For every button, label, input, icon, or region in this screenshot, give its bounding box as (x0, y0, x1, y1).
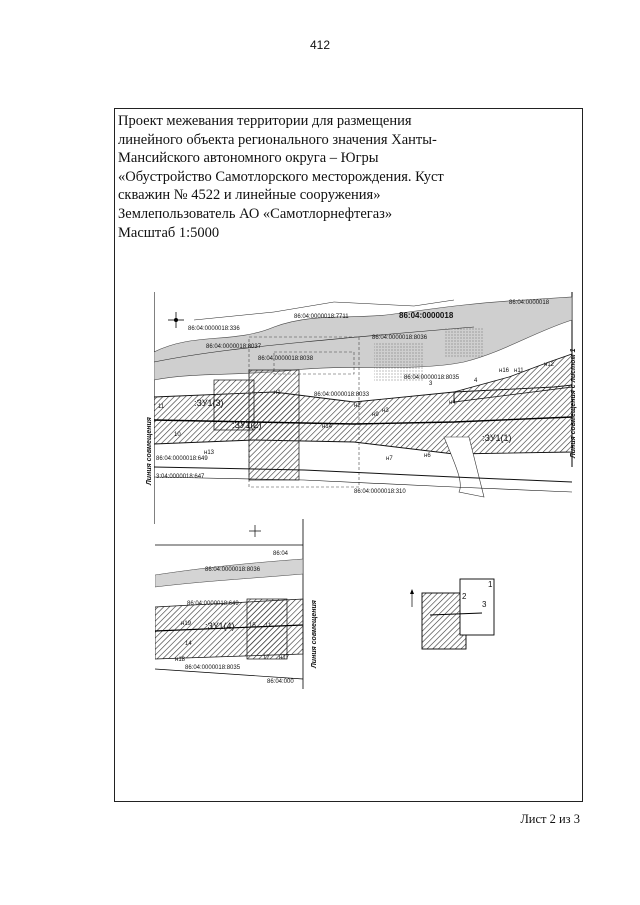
point-label: 10 (174, 432, 181, 438)
north-arrow-icon (410, 589, 414, 607)
parcel-label: 86:04:0000018:8038 (258, 356, 314, 362)
alignment-line-right: Линия совмещения с листом 1 (570, 348, 577, 459)
point-label: н12 (544, 362, 555, 368)
point-label: н17 (279, 655, 290, 661)
point-label: 4 (474, 378, 478, 384)
parcel-label: 86:04:0000018:8036 (205, 567, 261, 573)
alignment-label: Линия совмещения с листом 1 (570, 348, 577, 459)
point-label: н19 (181, 621, 192, 627)
point-label: н18 (175, 657, 186, 663)
point-label: н13 (204, 450, 215, 456)
inset-map: 86:04 86:04:0000018:8036 86:04:0000018:6… (155, 519, 304, 689)
parcel-label: 3:04:0000018:647 (156, 474, 205, 480)
point-label: 3 (429, 381, 433, 387)
zone-label: :ЗУ1(2) (232, 420, 262, 430)
point-label: н1 (274, 390, 281, 396)
point-label: н16 (499, 368, 510, 374)
point-label: 15 (249, 623, 256, 629)
parcel-label: 86:04:0000018:649 (187, 601, 239, 607)
map-sheet-frame (114, 108, 583, 802)
sheet-number: Лист 2 из 3 (520, 812, 580, 826)
parcel-label: 86:04:0000018:8037 (206, 344, 262, 350)
parcel-label: 86:04:000 (267, 679, 294, 685)
map-title: Проект межевания территории для размещен… (118, 113, 444, 241)
key-label: 3 (482, 600, 487, 609)
parcel-label: 86:04:0000018:336 (188, 326, 240, 332)
main-map: 86:04:0000018:336 86:04:0000018:7711 86:… (154, 292, 573, 524)
parcel-label: 86:04:0000018:8036 (372, 335, 428, 341)
parcel-label: 86:04:0000018:310 (354, 489, 406, 495)
parcel-label: 86:04:0000018 (509, 300, 550, 306)
point-label: н2 (354, 403, 361, 409)
alignment-line-left: Линия совмещения (146, 417, 153, 486)
parcel-label: 86:04:0000018:8035 (185, 665, 241, 671)
point-label: н7 (386, 456, 393, 462)
point-label: 11 (158, 404, 165, 410)
page-number: 412 (309, 38, 331, 52)
point-label: н4 (449, 400, 456, 406)
north-arrow-icon (168, 312, 184, 328)
key-label: 1 (488, 580, 493, 589)
zone-label: :ЗУ1(3) (194, 398, 224, 408)
parcel-label: 86:04:0000018:8033 (314, 392, 370, 398)
block-label: 86:04:0000018 (399, 311, 454, 320)
alignment-label: Линия совмещения (311, 600, 318, 669)
parcel-label: 86:04:0000018:8035 (404, 375, 460, 381)
point-label: н6 (424, 453, 431, 459)
parcel-label: 86:04 (273, 551, 289, 557)
zone-label: :ЗУ1(4) (205, 621, 235, 631)
zone-label: :ЗУ1(1) (482, 433, 512, 443)
point-label: 14 (185, 641, 192, 647)
point-label: н3 (382, 408, 389, 414)
point-label: 17 (263, 655, 270, 661)
parcel-label: 86:04:0000018:649 (156, 456, 208, 462)
alignment-label: Линия совмещения (146, 417, 153, 486)
point-label: н14 (322, 424, 333, 430)
point-label: н9 (372, 412, 379, 418)
key-label: 2 (462, 592, 467, 601)
key-diagram: 1 2 3 (410, 578, 495, 650)
inset-alignment-line: Линия совмещения (311, 600, 318, 669)
north-arrow-icon (249, 525, 261, 537)
point-label: 11 (265, 623, 272, 629)
parcel-label: 86:04:0000018:7711 (294, 314, 349, 320)
point-label: н11 (514, 368, 524, 374)
